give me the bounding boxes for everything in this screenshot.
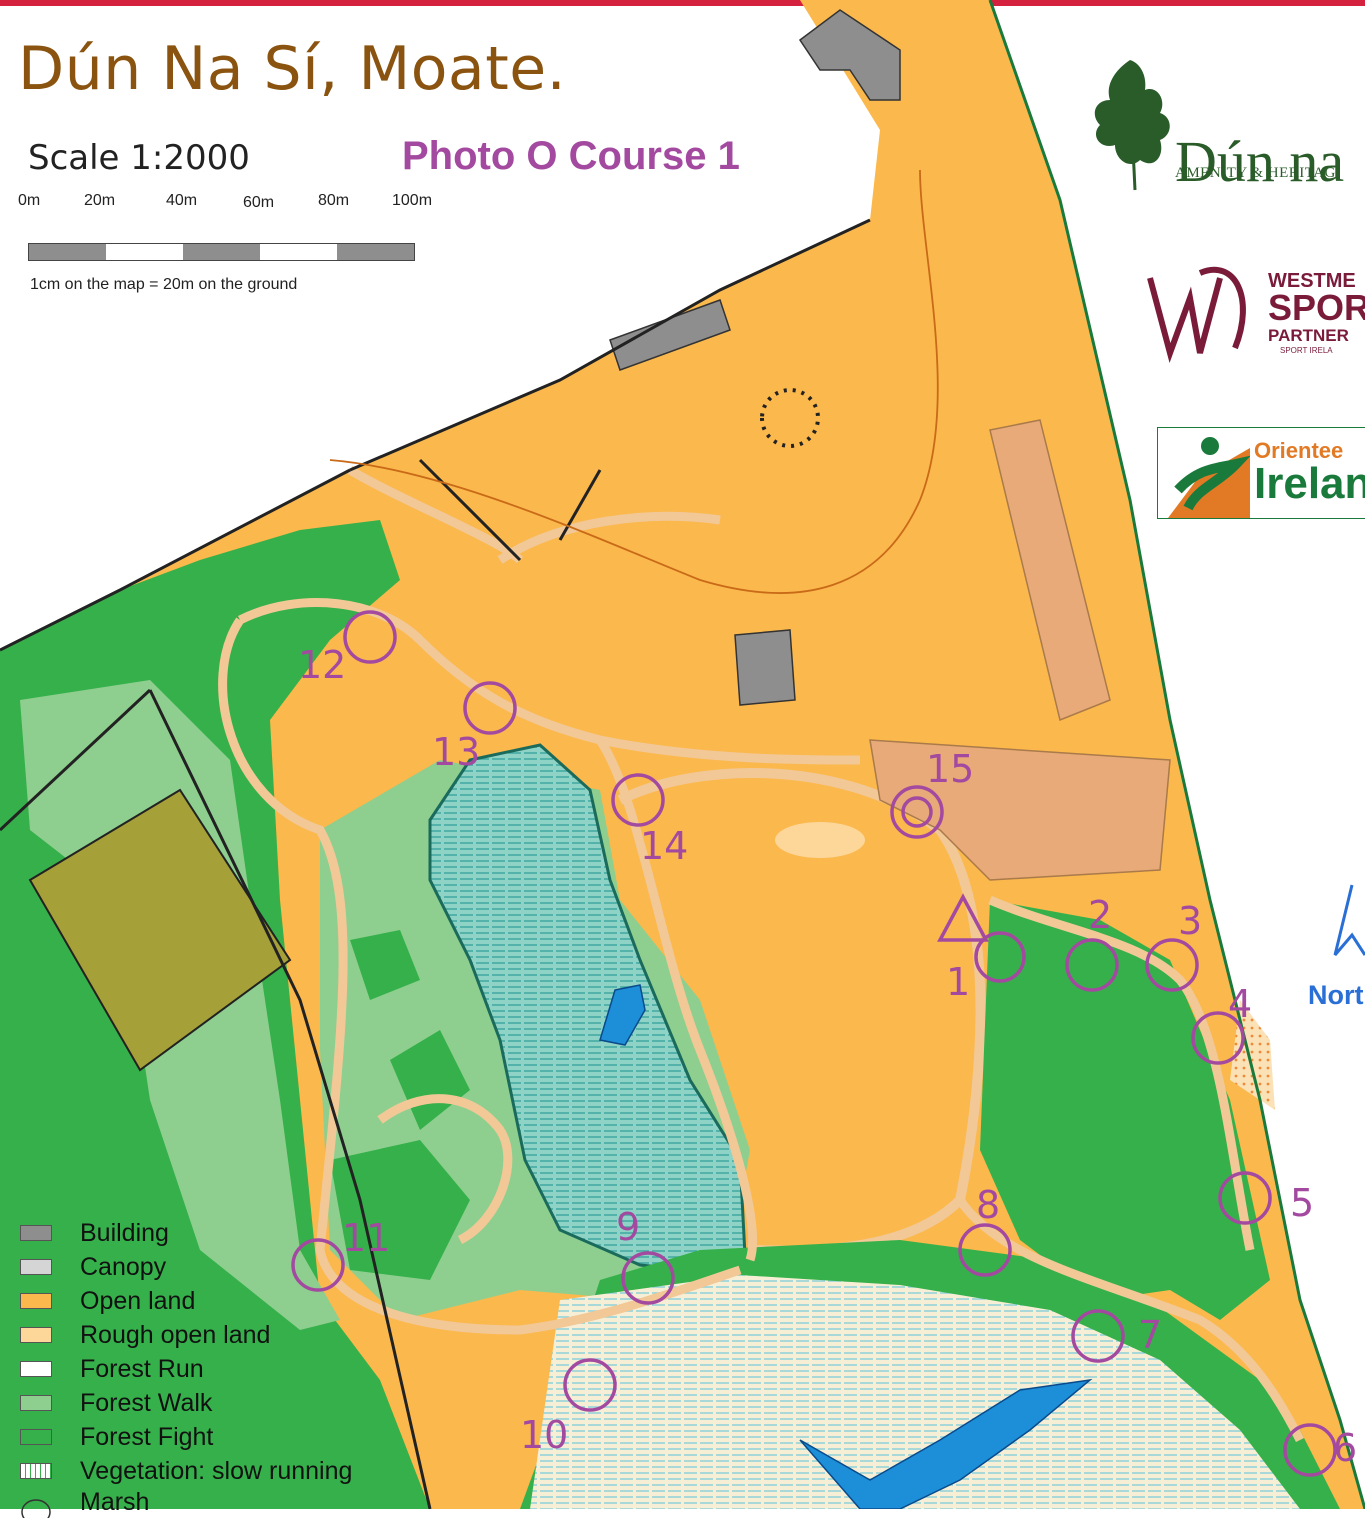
legend-label: Marsh [80,1488,150,1516]
building-hall [989,419,1111,722]
scale-bar [28,243,415,261]
legend-swatch-canopy [20,1259,52,1275]
legend-label: Forest Fight [80,1422,214,1451]
control-number-15[interactable]: 15 [926,747,975,791]
legend-item-forest-run: Forest Run [20,1352,352,1386]
orienteering-ireland-logo: Orientee Irelan [1157,427,1365,519]
legend-label: Open land [80,1286,196,1315]
legend-label: Canopy [80,1252,167,1281]
control-number-9[interactable]: 9 [616,1205,641,1249]
marsh-swatch-icon [21,1499,51,1518]
legend-item-rough-open-land: Rough open land [20,1318,352,1352]
building-center [734,629,796,706]
legend-swatch-forest-run [20,1361,52,1377]
control-number-1[interactable]: 1 [946,960,971,1004]
legend-item-forest-walk: Forest Walk [20,1386,352,1420]
legend-swatch-vegetation-slow [20,1463,52,1479]
control-number-8[interactable]: 8 [976,1183,1001,1227]
building-barn [609,299,731,371]
oi-line-1: Orientee [1254,438,1344,463]
west-boundary [148,689,432,1509]
dun-na-si-logo-text: Dún na [1175,129,1345,194]
legend-label: Building [80,1218,169,1247]
wsp-line-3: PARTNER [1268,326,1349,345]
control-number-7[interactable]: 7 [1138,1313,1163,1357]
control-number-10[interactable]: 10 [520,1413,569,1457]
control-number-5[interactable]: 5 [1290,1181,1315,1225]
scale-label: Scale 1:2000 [28,138,250,178]
building-courtyard [869,739,1171,881]
marsh-south [530,1275,1300,1509]
legend-swatch-forest-fight [20,1429,52,1445]
legend-swatch-building [20,1225,52,1241]
walls [0,218,871,832]
dun-na-si-logo-subtitle: AMENITY & HERITAG [1175,165,1336,181]
rough-open-patch [775,822,865,858]
wsp-line-4: SPORT IRELA [1280,346,1333,355]
scale-tick-80: 80m [318,192,350,209]
wsp-line-1: WESTME [1268,270,1356,292]
legend-label: Forest Run [80,1354,204,1383]
east-boundary [988,0,1365,1509]
control-number-4[interactable]: 4 [1228,982,1253,1026]
scale-tick-60: 60m [243,194,275,211]
orange-trail [329,169,939,594]
legend-label: Rough open land [80,1320,271,1349]
legend-item-canopy: Canopy [20,1250,352,1284]
legend-item-marsh: Marsh [20,1488,352,1518]
scale-tick-100: 100m [392,192,433,209]
legend-label: Vegetation: slow running [80,1456,353,1485]
control-number-6[interactable]: 6 [1333,1426,1358,1470]
control-number-12[interactable]: 12 [298,643,347,687]
legend: Building Canopy Open land Rough open lan… [20,1216,352,1518]
oak-leaf-icon [1094,60,1170,191]
top-red-rule [0,0,1365,6]
legend-swatch-open-land [20,1293,52,1309]
control-number-3[interactable]: 3 [1178,899,1203,943]
orienteering-runner-icon [1158,428,1251,518]
scale-tick-20: 20m [84,192,116,209]
oi-line-2: Irelan [1254,459,1365,508]
legend-item-open-land: Open land [20,1284,352,1318]
map-title: Dún Na Sí, Moate. [18,34,567,104]
scale-tick-0: 0m [18,192,41,209]
control-number-13[interactable]: 13 [432,730,481,774]
stone-circle [760,388,821,448]
pond [599,984,646,1046]
westmeath-sports-partnership-logo: WESTME SPOR PARTNER SPORT IRELA [1140,258,1365,368]
legend-label: Forest Walk [80,1388,213,1417]
course-overprint [291,610,1337,1477]
scale-note: 1cm on the map = 20m on the ground [30,276,298,293]
lake-south [799,1378,1093,1509]
north-arrow-icon [1333,884,1365,956]
course-title: Photo O Course 1 [402,134,740,178]
control-number-11[interactable]: 11 [342,1216,391,1260]
building-north-tower [798,9,901,101]
scale-tick-40: 40m [166,192,198,209]
olive-field [28,788,292,1072]
legend-item-vegetation-slow: Vegetation: slow running [20,1454,352,1488]
wsp-emblem-icon [1147,266,1246,363]
wsp-line-2: SPOR [1268,287,1365,328]
footpaths [218,466,1305,1443]
legend-swatch-rough-open-land [20,1327,52,1343]
north-label: North [1308,980,1365,1010]
dun-na-si-logo: Dún na AMENITY & HERITAG [1085,55,1365,195]
legend-item-forest-fight: Forest Fight [20,1420,352,1454]
forest-fight-lake-patches [330,930,470,1280]
legend-item-building: Building [20,1216,352,1250]
forest-fight-east [980,900,1270,1320]
legend-swatch-forest-walk [20,1395,52,1411]
control-number-14[interactable]: 14 [640,824,689,868]
control-number-2[interactable]: 2 [1088,893,1113,937]
